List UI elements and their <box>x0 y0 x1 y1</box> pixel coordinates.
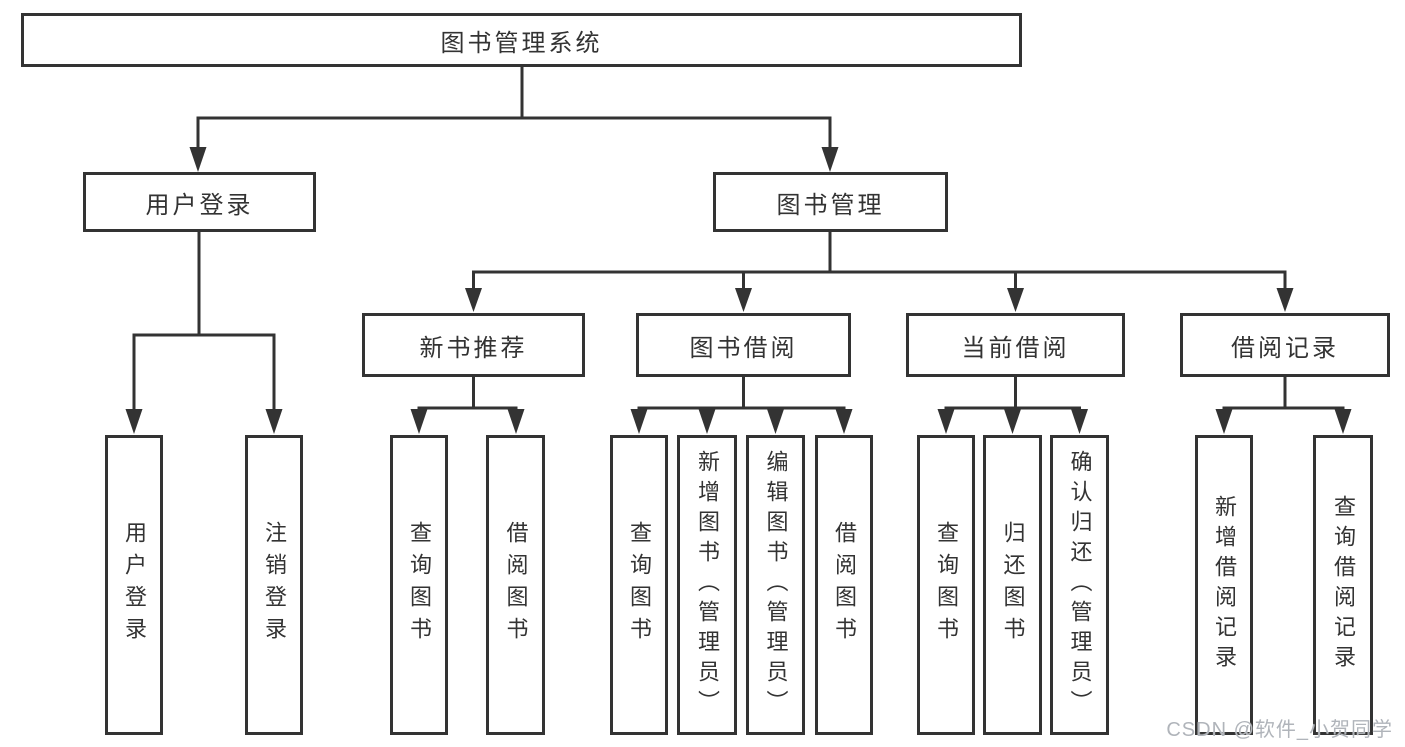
leaf-query-book-recommend: 查询图书 <box>390 435 448 735</box>
node-borrow-records: 借阅记录 <box>1180 313 1390 377</box>
leaf-confirm-return-admin-label: 确认归还（管理员） <box>1067 450 1093 720</box>
arrowheads <box>125 147 1352 434</box>
leaf-query-book-borrow: 查询图书 <box>610 435 668 735</box>
leaf-query-book-recommend-label: 查询图书 <box>407 521 432 649</box>
node-new-book-recommend: 新书推荐 <box>362 313 585 377</box>
node-borrow-records-label: 借阅记录 <box>1231 334 1339 362</box>
leaf-logout: 注销登录 <box>245 435 303 735</box>
node-book-management-label: 图书管理 <box>776 191 885 219</box>
leaf-add-borrow-record: 新增借阅记录 <box>1195 435 1253 735</box>
node-current-borrow: 当前借阅 <box>906 313 1125 377</box>
leaf-return-book: 归还图书 <box>983 435 1042 735</box>
leaf-user-login-label: 用户登录 <box>122 521 147 649</box>
leaf-edit-book-admin-label: 编辑图书（管理员） <box>763 450 789 720</box>
leaf-query-borrow-record-label: 查询借阅记录 <box>1331 495 1356 675</box>
node-root-label: 图书管理系统 <box>440 29 603 57</box>
node-user-login: 用户登录 <box>83 172 316 232</box>
leaf-borrow-book-label: 借阅图书 <box>832 521 857 649</box>
node-user-login-label: 用户登录 <box>145 191 254 219</box>
node-book-borrow-label: 图书借阅 <box>689 334 798 362</box>
node-book-borrow: 图书借阅 <box>636 313 851 377</box>
leaf-return-book-label: 归还图书 <box>1000 521 1026 649</box>
leaf-borrow-book-recommend-label: 借阅图书 <box>503 521 529 649</box>
leaf-query-borrow-record: 查询借阅记录 <box>1313 435 1373 735</box>
node-book-management: 图书管理 <box>713 172 948 232</box>
leaf-logout-label: 注销登录 <box>262 521 287 649</box>
watermark-text: CSDN @软件_小贺同学 <box>1166 719 1393 741</box>
leaf-query-book-current-label: 查询图书 <box>934 521 959 649</box>
leaf-query-book-borrow-label: 查询图书 <box>627 521 652 649</box>
leaf-add-book-admin: 新增图书（管理员） <box>677 435 737 735</box>
leaf-edit-book-admin: 编辑图书（管理员） <box>746 435 805 735</box>
leaf-confirm-return-admin: 确认归还（管理员） <box>1050 435 1109 735</box>
leaf-borrow-book: 借阅图书 <box>815 435 873 735</box>
leaf-user-login: 用户登录 <box>105 435 163 735</box>
leaf-add-book-admin-label: 新增图书（管理员） <box>695 450 720 720</box>
node-new-book-recommend-label: 新书推荐 <box>419 334 528 362</box>
leaf-borrow-book-recommend: 借阅图书 <box>486 435 545 735</box>
leaf-add-borrow-record-label: 新增借阅记录 <box>1212 495 1237 675</box>
node-root: 图书管理系统 <box>21 13 1022 67</box>
node-current-borrow-label: 当前借阅 <box>961 334 1070 362</box>
leaf-query-book-current: 查询图书 <box>917 435 975 735</box>
